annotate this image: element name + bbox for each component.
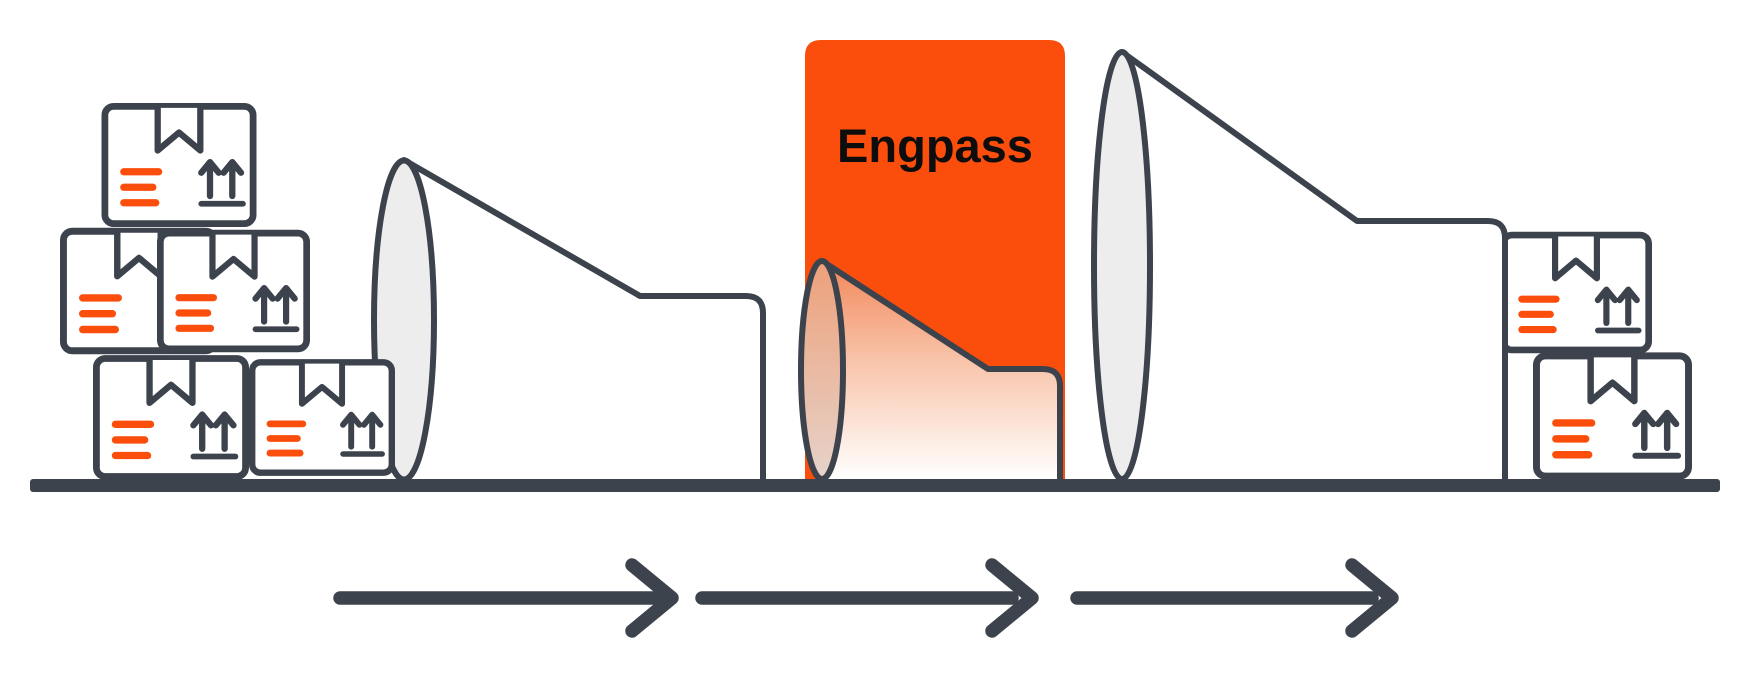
arrow-right-icon [695, 558, 1039, 638]
parcel-box [160, 233, 306, 349]
parcel-box [96, 359, 245, 477]
funnel-right-edge [1119, 49, 1508, 482]
ground-line [30, 479, 1720, 492]
funnel-right [1091, 49, 1508, 482]
funnel-small-body [822, 261, 1060, 479]
funnel-small-mouth [798, 258, 846, 482]
funnel-left-body [404, 160, 763, 479]
funnel-right-body [1122, 52, 1505, 479]
parcel-box [105, 106, 253, 223]
flow-arrows [333, 558, 1399, 638]
left-parcel-stack [63, 106, 391, 476]
parcel-box [252, 362, 392, 472]
arrow-right-icon [333, 558, 679, 638]
funnel-small-edge [819, 258, 1063, 482]
parcel-box [1503, 235, 1648, 350]
bottleneck-block: Engpass [798, 40, 1065, 482]
funnel-left-edge [401, 157, 766, 482]
right-parcel-stack [1503, 235, 1688, 476]
funnel-small [798, 258, 1063, 482]
funnel-right-mouth [1091, 49, 1153, 482]
arrow-right-icon [1070, 558, 1399, 638]
funnel-left [371, 157, 766, 483]
bottleneck-label: Engpass [837, 119, 1033, 172]
parcel-box [1536, 356, 1688, 476]
